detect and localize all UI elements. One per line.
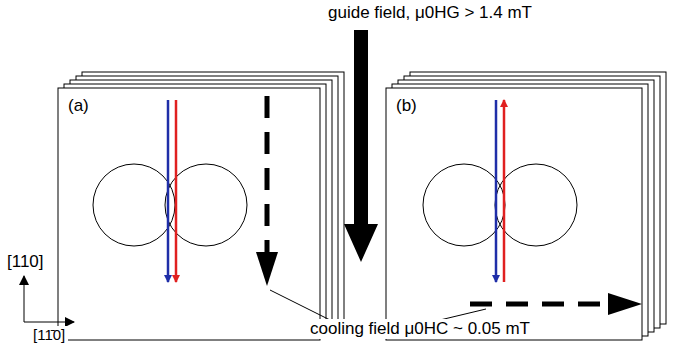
axes (24, 276, 74, 322)
guide-field-arrow (344, 30, 378, 262)
plate (58, 88, 320, 340)
axis-label: [110] (4, 252, 47, 272)
axis-label: [11̄0] (30, 326, 68, 343)
plate (386, 88, 642, 340)
plate-stack (386, 72, 666, 340)
cooling-field-label: cooling field μ0HC ~ 0.05 mT (307, 319, 533, 339)
plate-stack (58, 72, 344, 340)
leader-lines (270, 290, 486, 320)
panel-label: (b) (396, 96, 417, 116)
panel-label: (a) (68, 96, 89, 116)
moment-arrows (168, 100, 504, 282)
cooling-field-arrows (256, 96, 642, 315)
guide-field-label: guide field, μ0HG > 1.4 mT (328, 3, 532, 23)
